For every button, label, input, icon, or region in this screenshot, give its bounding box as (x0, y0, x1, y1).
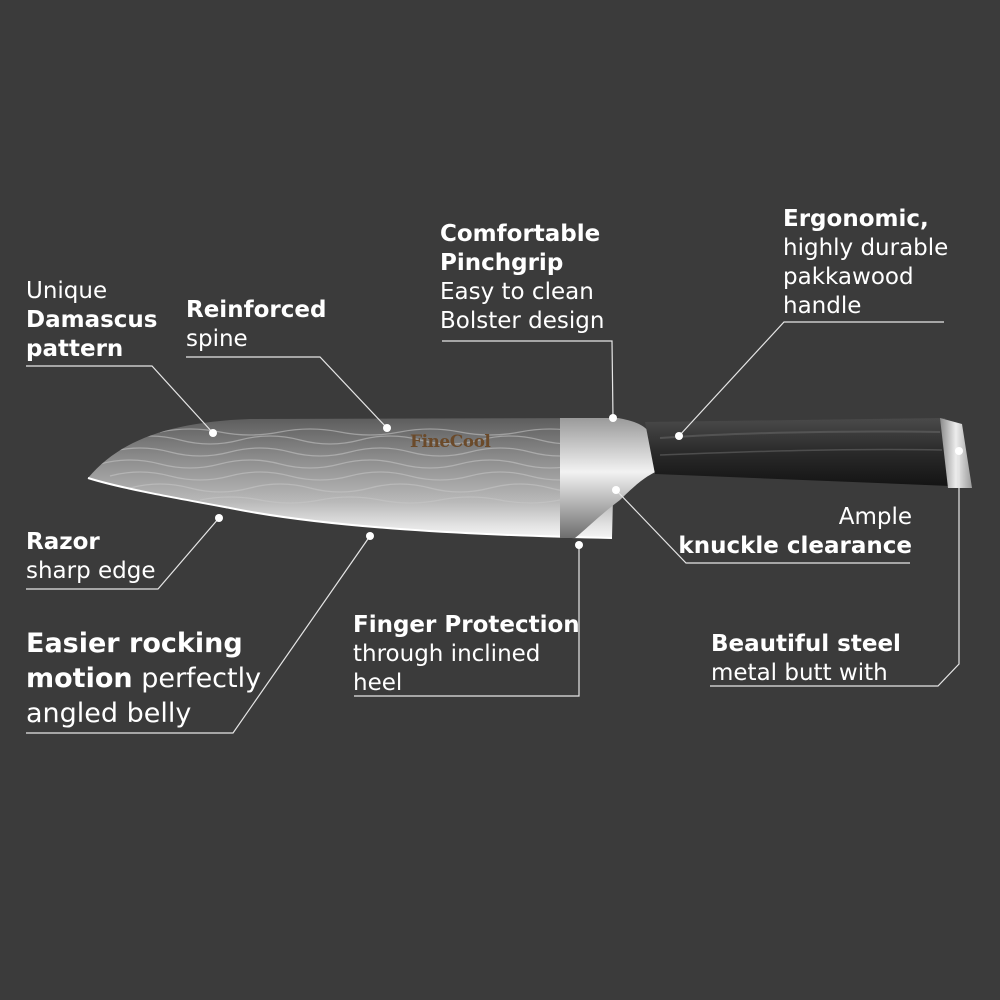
callout-handle: Ergonomic, highly durable pakkawood hand… (783, 205, 948, 321)
callout-pinchgrip-line2: Pinchgrip (440, 250, 564, 276)
callout-razor-line2: sharp edge (26, 558, 156, 584)
callout-pinchgrip-line1: Comfortable (440, 221, 601, 247)
callout-rocking-line2-bold: motion (26, 663, 133, 694)
callout-spine-title: Reinforced (186, 297, 327, 323)
callout-spine: Reinforced spine (186, 296, 326, 354)
callout-finger-line2: through inclined (353, 641, 541, 667)
callout-rocking-line2-text: perfectly (132, 663, 262, 694)
damascus-pattern (99, 428, 615, 504)
callout-finger: Finger Protection through inclined heel (353, 611, 580, 698)
callout-damascus-line1: Unique (26, 278, 108, 304)
callout-handle-line2: highly durable (783, 235, 949, 261)
callout-knuckle-line1: Ample (838, 504, 912, 530)
callout-razor-title: Razor (26, 529, 100, 555)
knife-bolster (560, 418, 660, 538)
callout-finger-title: Finger Protection (353, 612, 580, 638)
callout-rocking: Easier rocking motion perfectly angled b… (26, 626, 261, 731)
callout-spine-line2: spine (186, 326, 248, 352)
callout-pinchgrip: Comfortable Pinchgrip Easy to clean Bols… (440, 220, 604, 336)
callout-knuckle-line2: knuckle clearance (678, 533, 912, 559)
callout-butt-line2: metal butt with (711, 660, 888, 686)
callout-handle-line4: handle (783, 293, 862, 319)
knife-handle (645, 418, 950, 486)
callout-finger-line3: heel (353, 670, 403, 696)
callout-pinchgrip-line4: Bolster design (440, 308, 605, 334)
callout-butt-title: Beautiful steel (711, 631, 901, 657)
callout-damascus-line3: pattern (26, 336, 124, 362)
knife-blade (88, 418, 615, 538)
callout-handle-line3: pakkawood (783, 264, 914, 290)
callout-knuckle: Ample knuckle clearance (678, 503, 912, 561)
callout-handle-line1: Ergonomic, (783, 206, 929, 232)
callout-butt: Beautiful steel metal butt with (711, 630, 901, 688)
callout-rocking-line1: Easier rocking (26, 628, 243, 659)
callout-damascus: Unique Damascus pattern (26, 277, 158, 364)
callout-damascus-line2: Damascus (26, 307, 158, 333)
callout-rocking-line3: angled belly (26, 698, 192, 729)
callout-razor: Razor sharp edge (26, 528, 156, 586)
brand-logo: FineCool (410, 432, 491, 452)
callout-pinchgrip-line3: Easy to clean (440, 279, 594, 305)
